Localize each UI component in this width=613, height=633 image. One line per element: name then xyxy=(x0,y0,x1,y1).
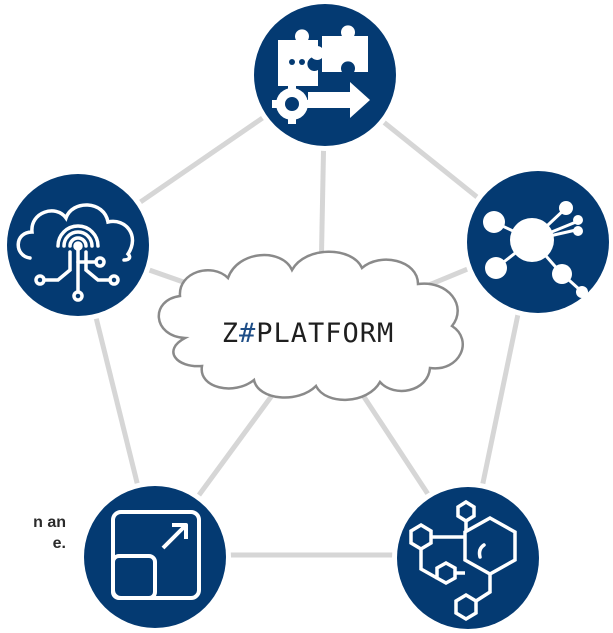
side-caption-line2: e. xyxy=(52,535,66,552)
side-caption-line1: n an xyxy=(33,514,66,531)
node-network[interactable] xyxy=(462,166,613,318)
title-hash: # xyxy=(239,318,256,349)
hexagon-chain-icon xyxy=(409,499,517,622)
puzzle-gear-arrow-icon xyxy=(272,25,370,124)
cloud-shape xyxy=(157,250,464,401)
node-iot-cloud[interactable] xyxy=(2,169,154,321)
node-scale[interactable] xyxy=(79,481,231,633)
network-nodes-icon xyxy=(483,201,588,298)
side-caption: n an e. xyxy=(0,512,66,554)
expand-resize-icon xyxy=(111,510,201,600)
title-suffix: PLATFORM xyxy=(256,318,394,349)
center-cloud: Z#PLATFORM xyxy=(157,250,464,401)
node-integration[interactable] xyxy=(249,0,401,151)
cloud-iot-icon xyxy=(16,203,135,302)
title-prefix: Z xyxy=(222,318,239,349)
node-blockchain[interactable] xyxy=(392,482,544,633)
platform-title: Z#PLATFORM xyxy=(222,318,395,349)
